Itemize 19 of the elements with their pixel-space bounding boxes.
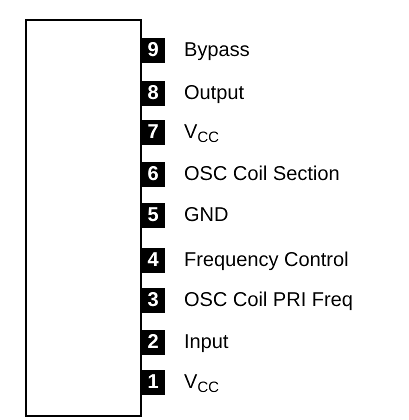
ic-package-body: [25, 19, 142, 417]
pin-number: 6: [141, 162, 165, 187]
pin-number: 9: [141, 38, 165, 63]
pin-name: V$_{CC}$: [184, 120, 220, 148]
pin-name: Frequency Control: [184, 248, 349, 273]
pin-name: Input: [184, 330, 228, 355]
pin-name: V$_{CC}$: [184, 370, 220, 398]
pin-number: 7: [141, 120, 165, 145]
pin-name: GND: [184, 203, 228, 228]
pin-number: 5: [141, 203, 165, 228]
pin-name: OSC Coil Section: [184, 162, 340, 187]
pin-number: 3: [141, 288, 165, 313]
pin-name: Bypass: [184, 38, 250, 63]
pin-number: 1: [141, 370, 165, 395]
pin-number: 2: [141, 330, 165, 355]
pin-name: OSC Coil PRI Freq: [184, 288, 353, 313]
pin-number: 8: [141, 81, 165, 106]
pin-number: 4: [141, 248, 165, 273]
pin-name: Output: [184, 81, 244, 106]
